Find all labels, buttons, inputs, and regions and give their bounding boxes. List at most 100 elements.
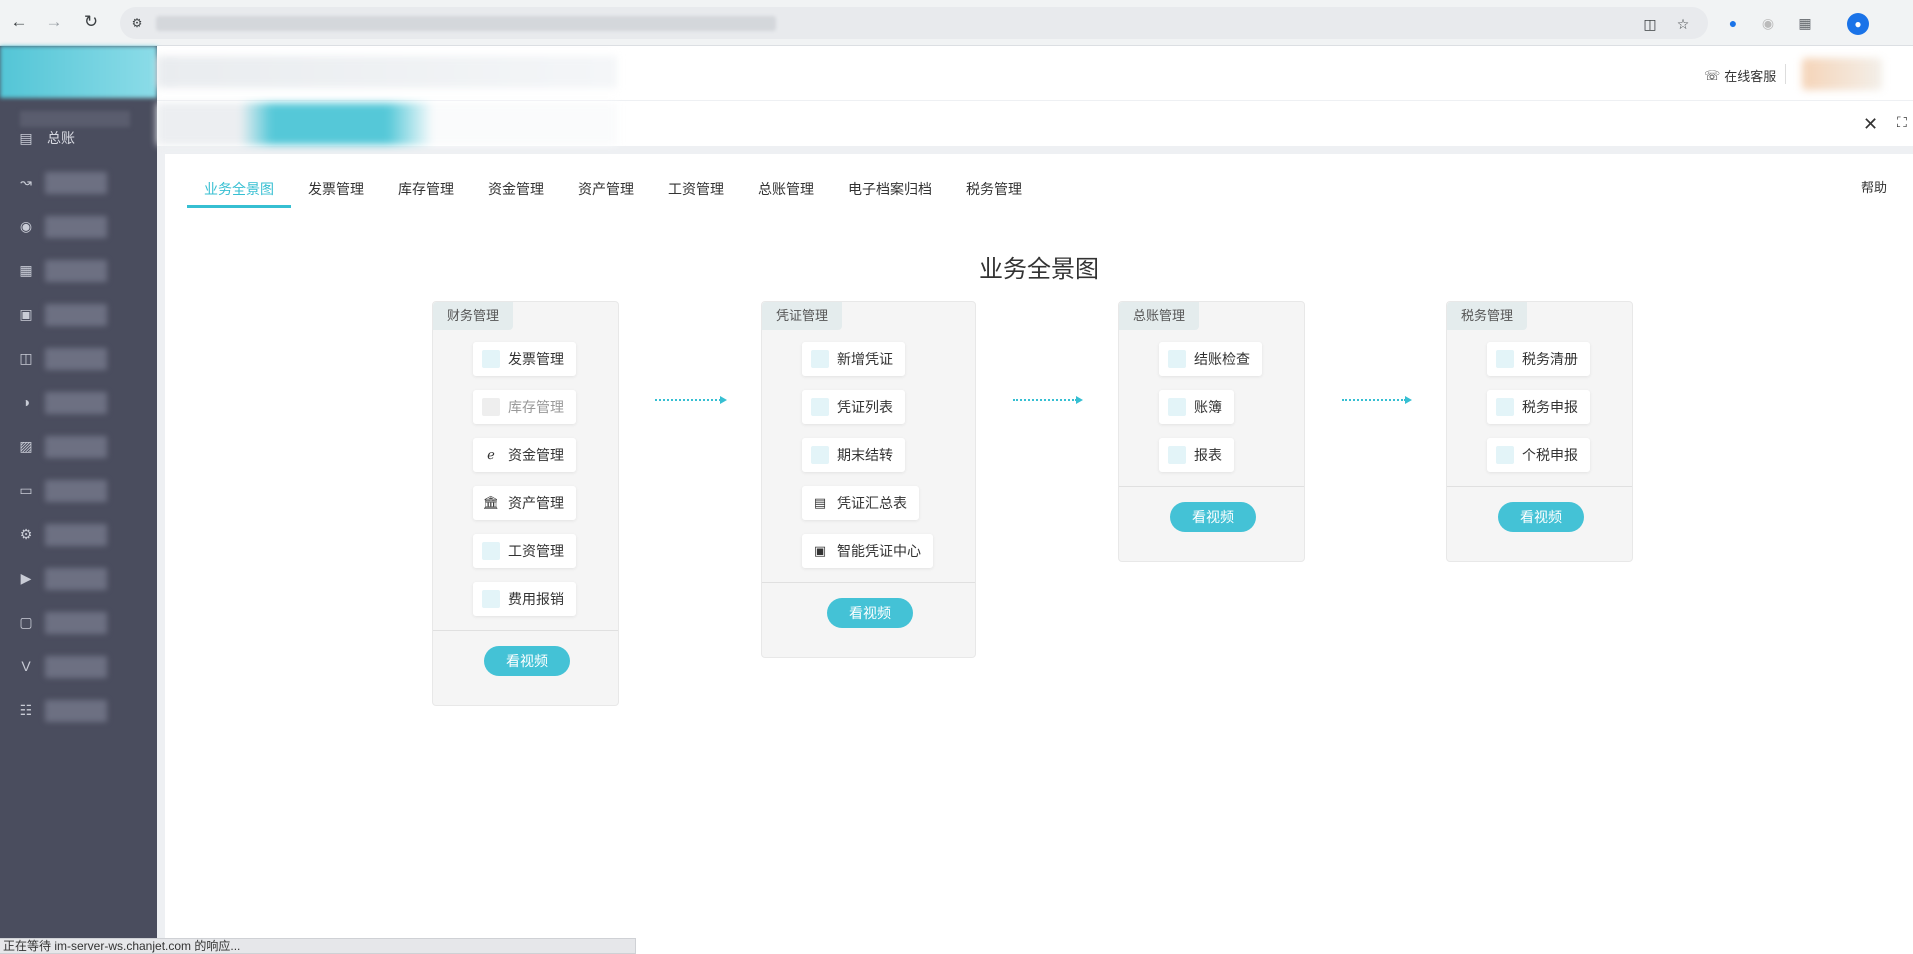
sidebar-item-label-redacted (45, 524, 107, 546)
sidebar-item[interactable]: ▭ (0, 468, 157, 512)
module-tab[interactable]: 资产管理 (578, 181, 634, 197)
module-tab[interactable]: 业务全景图 (187, 174, 291, 208)
watch-video-button[interactable]: 看视频 (827, 598, 913, 628)
site-info-icon[interactable]: ⚙ (131, 16, 143, 30)
reload-icon[interactable]: ↻ (83, 12, 99, 31)
browser-toolbar: ← → ↻ ⚙ ◫ ☆ ● ◉ ▦ ● (0, 0, 1913, 46)
function-button-label: 工资管理 (508, 543, 564, 559)
flow-arrow-icon (1342, 396, 1412, 404)
module-tab[interactable]: 库存管理 (398, 181, 454, 197)
inbox-icon: ▭ (19, 481, 33, 498)
module-tab[interactable]: 工资管理 (668, 181, 724, 197)
salary-icon (482, 542, 500, 560)
function-button[interactable]: 个税申报 (1487, 438, 1590, 472)
sidebar-item-label-redacted (45, 304, 107, 326)
sidebar-item[interactable]: ▶ (0, 556, 157, 600)
function-button[interactable]: 🏛 资产管理 (473, 486, 576, 520)
sidebar-item[interactable]: ▦ (0, 248, 157, 292)
sidebar-item[interactable]: ↝ (0, 160, 157, 204)
function-button[interactable]: 发票管理 (473, 342, 576, 376)
sidebar: ▤总账↝◉ ▦ ▣ ◫ ◑▨ ▭ ⚙ ▶▢ V ☷ (0, 46, 157, 954)
function-button[interactable]: ▤凭证汇总表 (802, 486, 919, 520)
function-button[interactable]: 新增凭证 (802, 342, 905, 376)
module-tab[interactable]: 发票管理 (308, 181, 364, 197)
sidebar-item-label-redacted (45, 436, 107, 458)
module-tab[interactable]: 资金管理 (488, 181, 544, 197)
function-button[interactable]: ▣ 智能凭证中心 (802, 534, 933, 568)
report-icon: ▣ (19, 305, 33, 322)
online-service-link[interactable]: ☏ 在线客服 (1704, 66, 1776, 85)
function-button-label: 智能凭证中心 (837, 543, 921, 559)
forward-icon[interactable]: → (45, 12, 63, 31)
function-button-label: 发票管理 (508, 351, 564, 367)
close-icon[interactable]: ✕ (1863, 114, 1879, 134)
watch-video-button[interactable]: 看视频 (1170, 502, 1256, 532)
fullscreen-icon[interactable]: ⛶ (1897, 114, 1907, 130)
watch-video-button[interactable]: 看视频 (484, 646, 570, 676)
open-tabs-redacted[interactable] (157, 103, 617, 145)
funds-icon: ℯ (487, 447, 495, 462)
module-tab[interactable]: 总账管理 (758, 181, 814, 197)
card-title: 凭证管理 (762, 302, 843, 330)
period-end-icon (811, 446, 829, 464)
card-title: 税务管理 (1447, 302, 1528, 330)
card-divider (762, 582, 975, 583)
function-button[interactable]: 报表 (1159, 438, 1234, 472)
sidebar-item-label-redacted (45, 172, 107, 194)
sidebar-item[interactable]: V (0, 644, 157, 688)
module-tabs: 业务全景图 发票管理 库存管理 资金管理 资产管理 工资管理 总账管理 电子档案归档 税务管理 (187, 174, 1039, 208)
function-button-label: 新增凭证 (837, 351, 893, 367)
ledger-icon: ▤ (19, 129, 33, 146)
sidebar-item[interactable]: ◉ (0, 204, 157, 248)
add-voucher-icon (811, 350, 829, 368)
function-button[interactable]: 期末结转 (802, 438, 905, 472)
address-bar[interactable]: ⚙ ◫ ☆ (120, 7, 1708, 39)
function-button[interactable]: 账簿 (1159, 390, 1234, 424)
status-bar: 正在等待 im-server-ws.chanjet.com 的响应... (0, 938, 636, 954)
function-button[interactable]: 结账检查 (1159, 342, 1262, 376)
function-button-label: 资产管理 (508, 495, 564, 511)
sidebar-item[interactable]: ◑ (0, 380, 157, 424)
function-button[interactable]: 税务申报 (1487, 390, 1590, 424)
voucher-list-icon (811, 398, 829, 416)
function-button[interactable]: 费用报销 (473, 582, 576, 616)
function-button-label: 税务申报 (1522, 399, 1578, 415)
watch-video-button[interactable]: 看视频 (1498, 502, 1584, 532)
sidebar-item[interactable]: ▤总账 (0, 116, 157, 160)
extension-icon[interactable]: ◉ (1761, 14, 1775, 31)
v-icon: V (21, 658, 31, 674)
install-app-icon[interactable]: ◫ (1643, 15, 1657, 32)
sidebar-item-label-redacted (45, 700, 107, 722)
bank-icon: 🏛 (482, 495, 500, 510)
profile-icon[interactable]: ● (1847, 13, 1869, 35)
sidebar-item[interactable]: ▣ (0, 292, 157, 336)
sidebar-item[interactable]: ▨ (0, 424, 157, 468)
module-tab[interactable]: 电子档案归档 (848, 181, 932, 197)
sidebar-item[interactable]: ☷ (0, 688, 157, 732)
sidebar-item[interactable]: ▢ (0, 600, 157, 644)
book-icon: ▦ (19, 261, 33, 278)
module-tab[interactable]: 税务管理 (966, 181, 1022, 197)
function-button[interactable]: 库存管理 (473, 390, 576, 424)
sidebar-item[interactable]: ⚙ (0, 512, 157, 556)
function-button[interactable]: 工资管理 (473, 534, 576, 568)
user-menu-redacted[interactable] (1802, 58, 1882, 90)
function-button[interactable]: 凭证列表 (802, 390, 905, 424)
puzzle-extensions-icon[interactable]: ▦ (1798, 14, 1812, 31)
smart-center-icon: ▣ (813, 543, 827, 558)
back-icon[interactable]: ← (10, 12, 28, 31)
function-button[interactable]: 税务清册 (1487, 342, 1590, 376)
flow-arrow-icon (1013, 396, 1083, 404)
extension-icon[interactable]: ● (1728, 15, 1738, 31)
sidebar-item-label-redacted (45, 480, 107, 502)
sidebar-item-label-redacted (45, 216, 107, 238)
url-text-redacted (156, 16, 776, 31)
module-card: 税务管理税务清册税务申报个税申报看视频 (1446, 301, 1633, 562)
help-link[interactable]: 帮助 (1860, 180, 1887, 195)
settings-icon: ⚙ (19, 525, 33, 542)
bookmark-star-icon[interactable]: ☆ (1676, 15, 1690, 32)
sidebar-item[interactable]: ◫ (0, 336, 157, 380)
sidebar-item-label-redacted (45, 348, 107, 370)
store-icon: ◫ (19, 349, 33, 366)
